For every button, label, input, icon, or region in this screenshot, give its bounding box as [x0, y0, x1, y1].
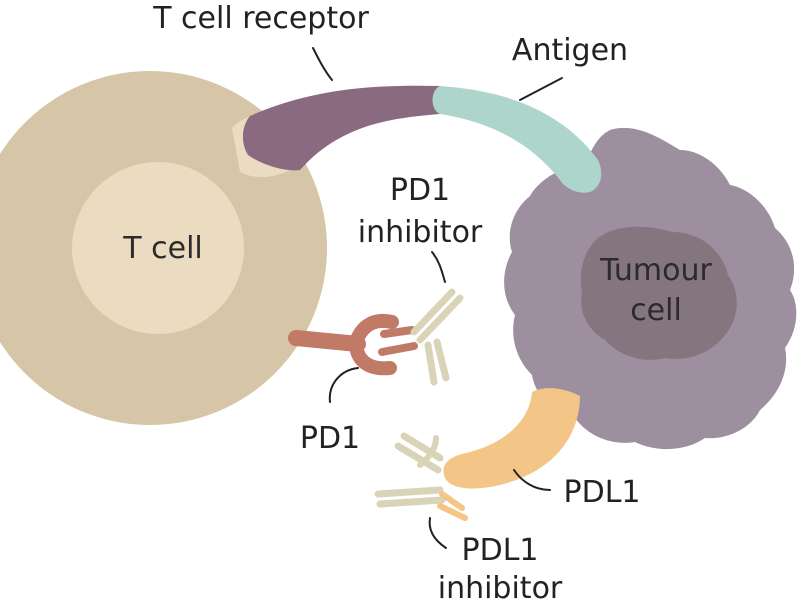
pdl1-inhibitor-upper-arm — [417, 435, 439, 468]
t-cell-nucleus — [72, 162, 244, 334]
pdl1-inhibitor-stem-a — [394, 442, 442, 474]
pd1-upper-arm — [349, 314, 399, 349]
pdl1-label: PDL1 — [564, 475, 641, 510]
pd1-inhibitor-stem-b — [433, 338, 450, 382]
pdl1-inhibitor-antibody — [374, 432, 468, 521]
tumour-cell-label-line1: Tumour — [599, 253, 712, 288]
pd1-inhibitor-antibody — [410, 288, 464, 386]
t-cell — [0, 71, 327, 425]
antigen — [432, 86, 602, 193]
pdl1-inhibitor-arm-b — [376, 496, 446, 508]
t-cell-receptor — [242, 85, 448, 171]
t-cell-label: T cell — [122, 231, 202, 266]
pdl1-inhibitor-stem-b — [400, 432, 444, 462]
pdl1-inhibitor-tip-a — [439, 491, 465, 511]
pdl1-inhibitor-arm-a — [374, 486, 444, 498]
antigen-leader — [519, 77, 563, 101]
pdl1-inhibitor-leader — [428, 517, 447, 549]
tumour-cell-label-line2: cell — [630, 293, 682, 328]
t-cell-receptor-label: T cell receptor — [152, 1, 369, 36]
pdl1-ligand — [443, 388, 580, 489]
pd1-inhibitor-label-line1: PD1 — [390, 173, 450, 208]
pd1-receptor — [288, 314, 418, 376]
pd1-inhibitor-stem-a — [424, 341, 438, 386]
pd1-lower-tip — [378, 342, 418, 356]
pd1-inhibitor-arm-inner — [410, 288, 456, 336]
pd1-inhibitor-arm-outer — [416, 294, 464, 344]
antigen-label: Antigen — [512, 33, 628, 68]
pd1-stem — [288, 330, 366, 352]
pdl1-inhibitor-label-line2: inhibitor — [438, 571, 563, 606]
t-cell-receptor-leader — [312, 47, 333, 81]
pdl1-leader — [513, 469, 551, 491]
tumour-cell — [504, 127, 797, 450]
pd1-inhibitor-label-line2: inhibitor — [358, 215, 483, 250]
pd1-leader — [328, 367, 359, 403]
pd1-inhibitor-leader — [431, 251, 446, 283]
pdl1-inhibitor-tip-b — [437, 503, 468, 521]
pdl1-inhibitor-label-line1: PDL1 — [462, 533, 539, 568]
pd1-lower-arm — [349, 339, 397, 376]
tumour-cell-nucleus — [580, 226, 737, 360]
pd1-label: PD1 — [300, 421, 360, 456]
pd1-upper-tip — [380, 326, 416, 338]
